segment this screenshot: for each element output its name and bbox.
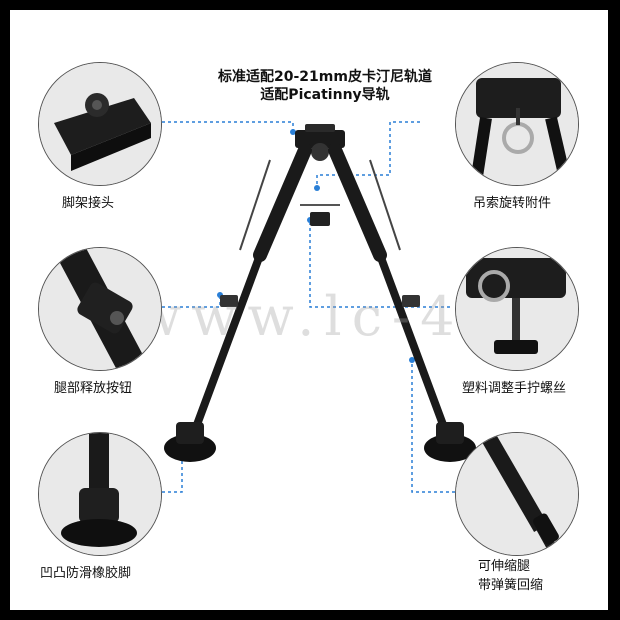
label-knob: 塑料调整手拧螺丝: [462, 381, 567, 396]
detail-mount-circle: [38, 62, 162, 186]
label-mount: 脚架接头: [62, 196, 115, 211]
callout-knob: [309, 220, 450, 308]
legs-detail-illustration: [456, 433, 578, 555]
detail-knob-circle: [455, 247, 579, 371]
watermark: www.lc-4.cn: [135, 285, 577, 348]
detail-release-circle: [38, 247, 162, 371]
label-legs: 可伸缩腿 带弹簧回缩: [478, 557, 543, 595]
label-foot: 凹凸防滑橡胶脚: [40, 566, 132, 581]
headline-line1: 标准适配20-21mm皮卡汀尼轨道: [218, 69, 432, 85]
label-release: 腿部释放按钮: [54, 381, 133, 396]
label-legs-line2: 带弹簧回缩: [478, 578, 544, 593]
label-swivel: 吊索旋转附件: [473, 196, 552, 211]
mount-detail-illustration: [39, 63, 161, 185]
callout-mount: [162, 121, 294, 132]
callout-legs: [411, 360, 455, 493]
product-infographic: 标准适配20-21mm皮卡汀尼轨道 适配Picatinny导轨: [10, 10, 608, 610]
callout-foot: [162, 455, 183, 493]
headline: 标准适配20-21mm皮卡汀尼轨道 适配Picatinny导轨: [195, 68, 455, 104]
detail-legs-circle: [455, 432, 579, 556]
bipod-illustration: [164, 124, 476, 462]
headline-line2: 适配Picatinny导轨: [260, 87, 390, 103]
knob-detail-illustration: [456, 248, 578, 370]
callout-swivel: [316, 121, 420, 188]
detail-foot-circle: [38, 432, 162, 556]
detail-swivel-circle: [455, 62, 579, 186]
foot-detail-illustration: [39, 433, 161, 555]
release-detail-illustration: [39, 248, 161, 370]
swivel-detail-illustration: [456, 63, 578, 185]
label-legs-line1: 可伸缩腿: [478, 559, 531, 574]
